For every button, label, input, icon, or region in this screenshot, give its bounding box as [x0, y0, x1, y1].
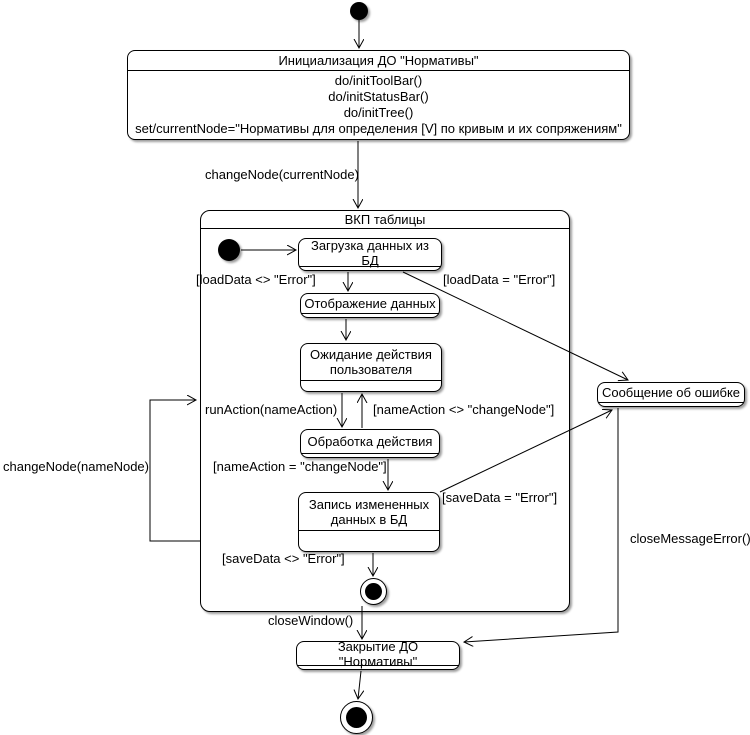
state-load-data[interactable]: Загрузка данных из БД — [298, 238, 442, 271]
state-title: Инициализация ДО "Нормативы" — [128, 51, 629, 71]
final-state-core — [346, 707, 367, 728]
transition-label-nameaction-not-changenode: [nameAction <> "changeNode"] — [373, 402, 555, 417]
transition-label-changenode-namenode: changeNode(nameNode) — [3, 459, 149, 474]
state-internal-actions: do/initToolBar() do/initStatusBar() do/i… — [128, 71, 629, 139]
state-action-line: do/initToolBar() — [334, 73, 423, 88]
state-title: Отображение данных — [301, 294, 439, 314]
final-state-inner[interactable] — [360, 578, 387, 605]
state-title: Сообщение об ошибке — [598, 383, 744, 403]
state-title: Запись измененных данных в БД — [299, 493, 439, 531]
state-error-message[interactable]: Сообщение об ошибке — [597, 382, 745, 407]
final-state-core — [365, 583, 382, 600]
initial-state-top[interactable] — [350, 2, 368, 20]
transition-label-runaction: runAction(nameAction) — [205, 402, 338, 417]
state-close-normativy[interactable]: Закрытие ДО "Нормативы" — [296, 639, 460, 670]
state-display-data[interactable]: Отображение данных — [300, 293, 440, 318]
transition-label-closewindow: closeWindow() — [268, 613, 354, 628]
state-init-normativy[interactable]: Инициализация ДО "Нормативы" do/initTool… — [127, 50, 630, 140]
state-process-action[interactable]: Обработка действия — [300, 429, 440, 458]
transition-label-savedata-error: [saveData = "Error"] — [442, 490, 558, 505]
transition-label-loaddata-not-error: [loadData <> "Error"] — [196, 272, 316, 287]
composite-state-title: ВКП таблицы — [201, 211, 569, 229]
state-action-line: do/initTree() — [343, 105, 414, 120]
arrow-changenode-self-loop — [149, 400, 200, 542]
initial-state-inner[interactable] — [218, 239, 240, 261]
state-title: Загрузка данных из БД — [299, 238, 441, 268]
transition-label-nameaction-changenode: [nameAction = "changeNode"] — [213, 459, 387, 474]
state-title: Ожидание действия пользователя — [301, 344, 441, 381]
state-title: Обработка действия — [301, 430, 439, 454]
state-action-line: set/currentNode="Нормативы для определен… — [135, 121, 622, 136]
transition-label-closemessageerror: closeMessageError() — [630, 531, 750, 546]
transition-label-changenode-currentnode: changeNode(currentNode) — [205, 167, 359, 182]
arrow-close-to-final — [358, 670, 361, 699]
state-action-line: do/initStatusBar() — [328, 89, 429, 104]
transition-label-savedata-not-error: [saveData <> "Error"] — [222, 551, 345, 566]
state-wait-user-action[interactable]: Ожидание действия пользователя — [300, 343, 442, 392]
state-save-data[interactable]: Запись измененных данных в БД — [298, 492, 440, 552]
transition-label-loaddata-error: [loadData = "Error"] — [443, 272, 556, 287]
state-title: Закрытие ДО "Нормативы" — [297, 639, 459, 669]
final-state-bottom[interactable] — [340, 701, 373, 734]
